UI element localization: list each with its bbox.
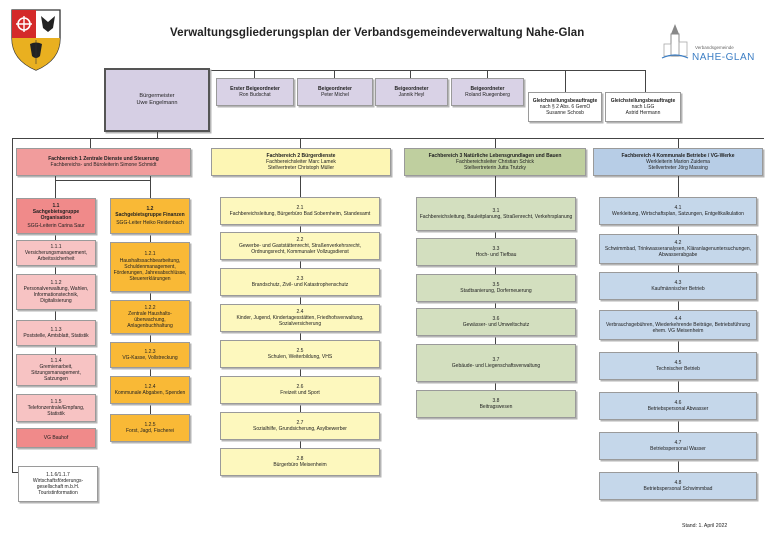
connector [645, 70, 646, 92]
fb1-header: Fachbereich 1 Zentrale Dienste und Steue… [16, 148, 191, 176]
connector [55, 180, 151, 181]
connector [157, 132, 158, 138]
connector [495, 138, 496, 148]
connector [12, 138, 13, 472]
logo-text: NAHE-GLAN [692, 52, 755, 63]
coat-of-arms-icon [11, 9, 61, 71]
unit-vg-bauhof: VG Bauhof [16, 428, 96, 448]
connector [300, 138, 301, 148]
connector [565, 70, 566, 92]
fb3-header: Fachbereich 3 Natürliche Lebensgrundlage… [404, 148, 586, 176]
mayor-role: Bürgermeister [139, 93, 175, 100]
deputy-3-box: Beigeordneter Jannik Heyl [375, 78, 448, 106]
connector [410, 70, 411, 78]
connector-fb [12, 138, 764, 139]
deputy-4-box: Beigeordneter Roland Ruegenberg [451, 78, 524, 106]
nahe-glan-logo-icon [661, 24, 689, 59]
gleichstellung-gemo-box: Gleichstellungsbeauftragte nach § 2 Abs.… [528, 92, 602, 122]
connector [12, 472, 18, 473]
fb4-header: Fachbereich 4 Kommunale Betriebe / VG-We… [593, 148, 763, 176]
fb2-header: Fachbereich 2 Bürgerdienste Fachbereichs… [211, 148, 391, 176]
deputy-1-box: Erster Beigeordneter Ron Budschat [216, 78, 294, 106]
deputy-2-box: Beigeordneter Peter Michel [297, 78, 373, 106]
sg-finanzen-box: 1.2 Sachgebietsgruppe Finanzen SGG-Leite… [110, 198, 190, 234]
connector-top [210, 70, 646, 71]
logo-subtext: Verbandsgemeinde [695, 45, 734, 50]
connector [678, 138, 679, 148]
connector [254, 70, 255, 78]
stand-date: Stand: 1. April 2022 [682, 523, 728, 529]
page-title: Verwaltungsgliederungsplan der Verbandsg… [170, 27, 585, 39]
mayor-name: Uwe Engelmann [136, 100, 178, 106]
mayor-box: Bürgermeister Uwe Engelmann [104, 68, 210, 132]
sg-organisation-box: 1.1 Sachgebietsgruppe Organisation SGG-L… [16, 198, 96, 234]
connector [487, 70, 488, 78]
gleichstellung-lgg-box: Gleichstellungsbeauftragte nach LGG Astr… [605, 92, 681, 122]
connector [90, 138, 91, 148]
connector [334, 70, 335, 78]
